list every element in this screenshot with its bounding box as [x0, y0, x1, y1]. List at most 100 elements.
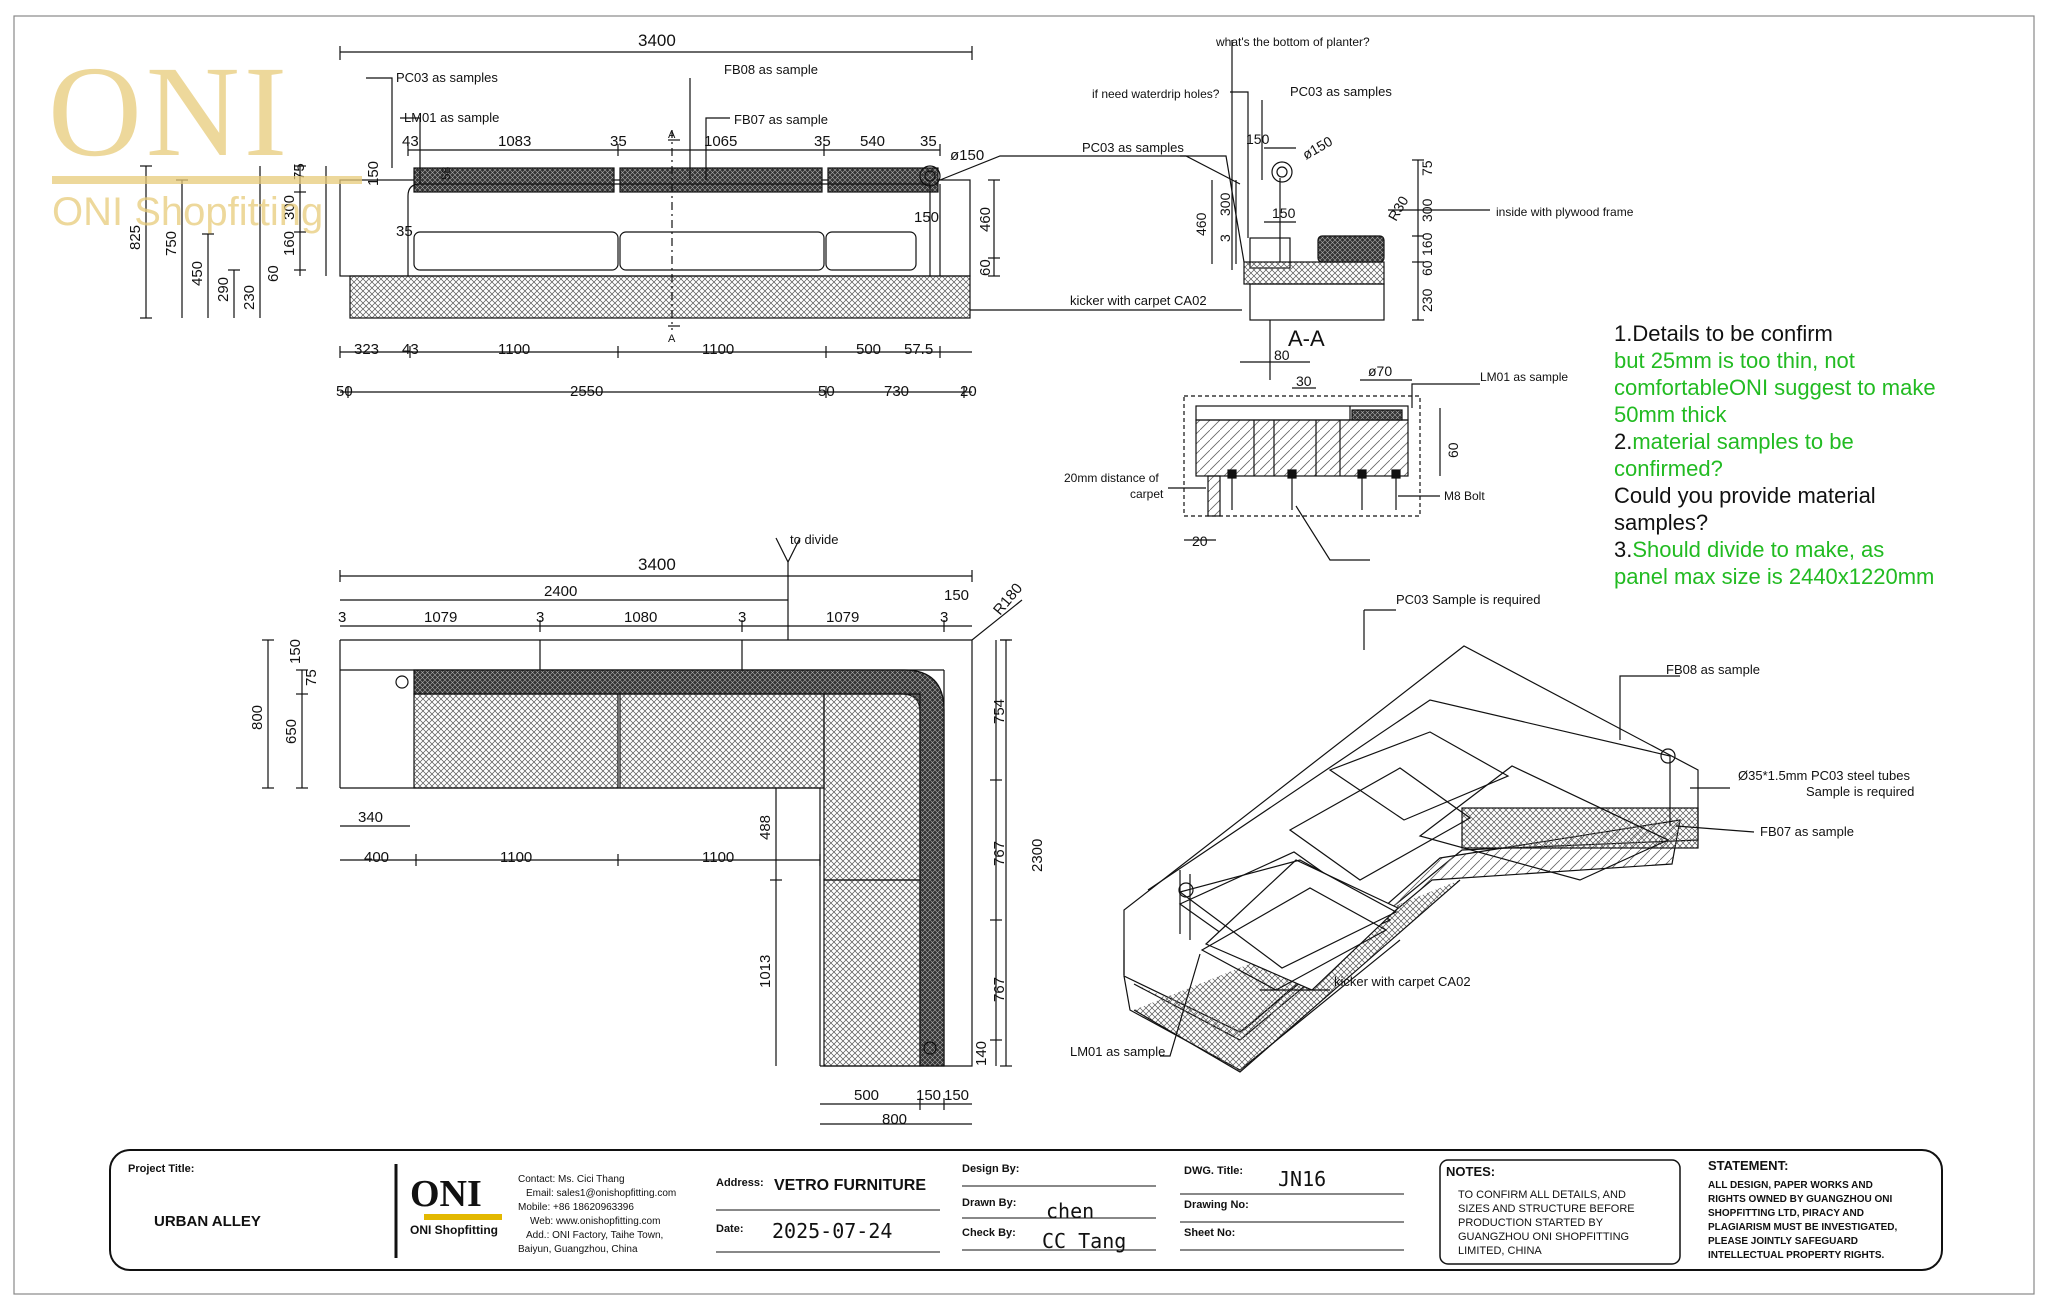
statement-4: PLAGIARISM MUST BE INVESTIGATED,: [1708, 1222, 1897, 1233]
statement-3: SHOPFITTING LTD, PIRACY AND: [1708, 1208, 1864, 1219]
address-1: Add.: ONI Factory, Taihe Town,: [526, 1230, 663, 1241]
label-iso-fb08: FB08 as sample: [1666, 662, 1760, 677]
dim-3c: 3: [738, 609, 746, 626]
isometric-view: [1123, 609, 1755, 1073]
dim-35a: 35: [610, 133, 627, 150]
label-lm01: LM01 as sample: [404, 110, 499, 125]
dim-500: 500: [856, 341, 881, 358]
plan-labels: to divide 3400 2400 3 1079 3 1080 3 1079…: [249, 532, 1046, 1128]
dim-730: 730: [884, 383, 909, 400]
web: Web: www.onishopfitting.com: [530, 1216, 660, 1227]
dim-1100a: 1100: [498, 341, 530, 358]
notes-label: NOTES:: [1446, 1164, 1495, 1179]
dim-43: 43: [402, 133, 419, 150]
dim-30: 30: [1296, 373, 1312, 389]
dim-phi150: ø150: [950, 147, 984, 164]
section-mark-a-top: A: [668, 129, 676, 141]
dim-2400: 2400: [544, 583, 577, 600]
watermark-logo: ONI: [48, 40, 292, 184]
dim-phi150-sec: ø150: [1300, 133, 1336, 163]
dim-400: 400: [364, 849, 389, 866]
dim-300: 300: [281, 195, 298, 220]
dim-20: 20: [960, 383, 977, 400]
dim-825: 825: [127, 225, 144, 250]
oni-logo: ONI: [410, 1173, 482, 1215]
drawn-by-label: Drawn By:: [962, 1197, 1016, 1209]
label-plywood: inside with plywood frame: [1496, 205, 1634, 219]
dim-488: 488: [757, 815, 774, 840]
dim-plan-650: 650: [283, 719, 300, 744]
dim-plan-v150: 150: [287, 639, 304, 664]
dim-2550: 2550: [570, 383, 603, 400]
review-notes: 1.Details to be confirm but 25mm is too …: [1614, 320, 1944, 590]
dim-plan-1100b: 1100: [702, 849, 734, 866]
dim-300b-sec: 300: [1419, 198, 1435, 222]
dim-50b: 50: [818, 383, 835, 400]
dim-57-5: 57.5: [904, 341, 933, 358]
email: Email: sales1@onishopfitting.com: [526, 1188, 676, 1199]
date-label: Date:: [716, 1223, 744, 1235]
watermark-bar: [52, 176, 362, 184]
notes-line-5: LIMITED, CHINA: [1458, 1245, 1542, 1257]
dim-160-sec: 160: [1419, 232, 1435, 256]
mobile: Mobile: +86 18620963396: [518, 1202, 634, 1213]
dim-r30: R30: [1385, 193, 1412, 223]
section-mark-a-bottom: A: [668, 333, 676, 345]
dim-20-sec: 20: [1192, 533, 1208, 549]
section-labels: what's the bottom of planter? if need wa…: [1064, 35, 1634, 549]
dim-1083: 1083: [498, 133, 531, 150]
note-3-num: 3.: [1614, 537, 1633, 562]
dim-overall-3400: 3400: [638, 31, 676, 50]
dim-150-top: 150: [1246, 131, 1270, 147]
dim-1080: 1080: [624, 609, 657, 626]
dim-290: 290: [215, 277, 232, 302]
project-title-label: Project Title:: [128, 1163, 194, 1175]
check-by-label: Check By:: [962, 1227, 1016, 1239]
dim-150-sec: 150: [1272, 205, 1296, 221]
notes-line-4: GUANGZHOU ONI SHOPFITTING: [1458, 1231, 1629, 1243]
dim-140: 140: [973, 1041, 990, 1066]
section-a-a: [1168, 40, 1490, 561]
dim-60-sec: 60: [1419, 260, 1435, 276]
drawn-by-value: chen: [1046, 1199, 1094, 1223]
oni-watermark: ONI ONI Shopfitting: [48, 40, 362, 232]
section-title-aa: A-A: [1288, 326, 1325, 351]
dim-plan-3400: 3400: [638, 555, 676, 574]
label-kicker: kicker with carpet CA02: [1070, 293, 1207, 308]
dim-767b: 767: [991, 977, 1008, 1002]
dim-460-sec: 460: [1193, 212, 1209, 236]
dim-plan-150b: 150: [916, 1087, 941, 1104]
iso-labels: PC03 Sample is required FB08 as sample Ø…: [1070, 592, 1914, 1059]
dim-150-back: 150: [365, 161, 382, 186]
statement-1: ALL DESIGN, PAPER WORKS AND: [1708, 1180, 1873, 1191]
address-label: Address:: [716, 1177, 764, 1189]
statement-label: STATEMENT:: [1708, 1158, 1788, 1173]
dim-540: 540: [860, 133, 885, 150]
label-pc03: PC03 as samples: [396, 70, 498, 85]
label-iso-pc03: PC03 Sample is required: [1396, 592, 1541, 607]
front-elevation: [140, 46, 1242, 398]
design-by-label: Design By:: [962, 1163, 1019, 1175]
notes-line-3: PRODUCTION STARTED BY: [1458, 1217, 1604, 1229]
dim-160: 160: [281, 231, 298, 256]
dim-43b: 43: [402, 341, 419, 358]
dim-60: 60: [265, 265, 282, 282]
dim-60-detail: 60: [1445, 442, 1461, 458]
dim-plan-500: 500: [854, 1087, 879, 1104]
dim-3d: 3: [940, 609, 948, 626]
note-1-comment: but 25mm is too thin, not comfortableONI…: [1614, 348, 1936, 427]
label-waterdrip: if need waterdrip holes?: [1092, 87, 1220, 101]
dim-1065: 1065: [704, 133, 737, 150]
dwg-title-value: JN16: [1278, 1167, 1326, 1191]
dim-plan-800b: 800: [882, 1111, 907, 1128]
dim-1079b: 1079: [826, 609, 859, 626]
dim-35c: 35: [920, 133, 937, 150]
dim-1100b: 1100: [702, 341, 734, 358]
label-iso-fb07: FB07 as sample: [1760, 824, 1854, 839]
note-2-question: Could you provide material samples?: [1614, 483, 1876, 535]
dim-767a: 767: [991, 841, 1008, 866]
dim-plan-150c: 150: [944, 1087, 969, 1104]
dim-750: 750: [163, 231, 180, 256]
